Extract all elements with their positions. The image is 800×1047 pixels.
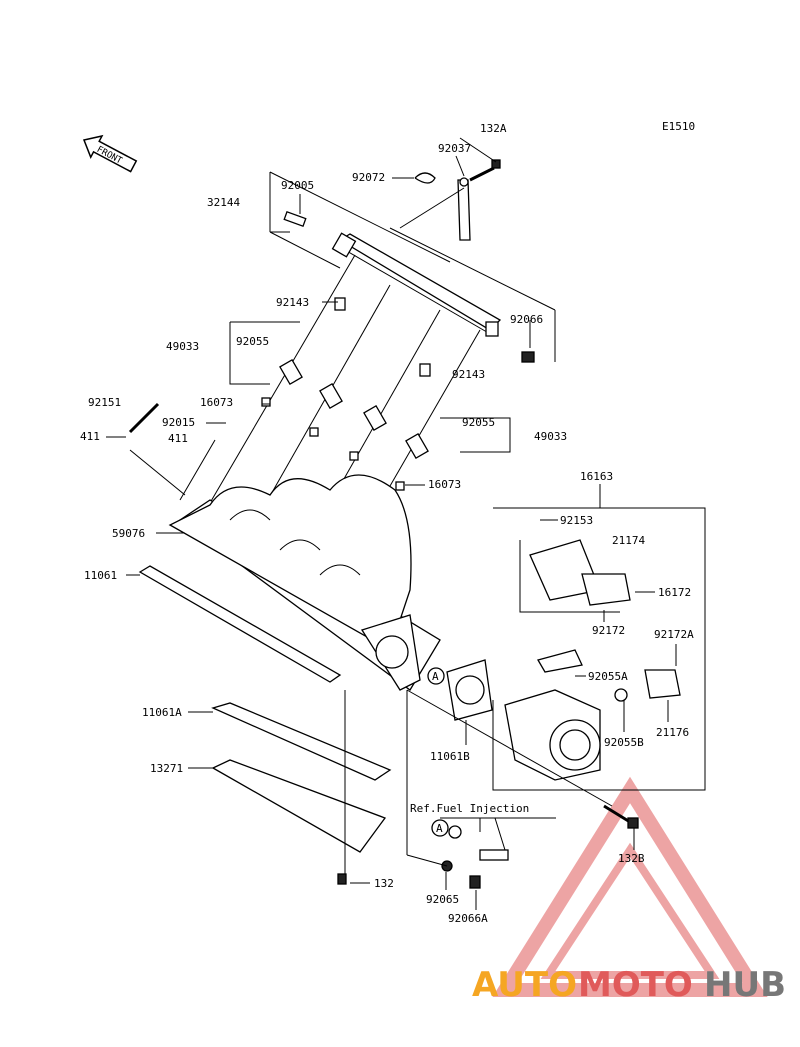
callout-a-2: A (431, 819, 449, 837)
callout-a-1: A (427, 667, 445, 685)
part-labels: 132A 92037 92072 92005 32144 92143 92066… (80, 122, 694, 925)
callout-a-2-label: A (436, 822, 443, 835)
intake-manifold (128, 402, 441, 691)
label-92153: 92153 (560, 514, 593, 527)
label-92172a: 92172A (654, 628, 694, 641)
gasket-group (211, 659, 493, 880)
label-132: 132 (374, 877, 394, 890)
label-59076: 59076 (112, 527, 145, 540)
label-132a: 132A (480, 122, 507, 135)
label-32144: 32144 (207, 196, 240, 209)
label-92072: 92072 (352, 171, 385, 184)
label-411-a: 411 (80, 430, 100, 443)
label-49033-b: 49033 (534, 430, 567, 443)
label-16073-a: 16073 (200, 396, 233, 409)
label-13271: 13271 (150, 762, 183, 775)
front-arrow-icon: FRONT (82, 134, 138, 173)
label-132b: 132B (618, 852, 645, 865)
label-92015: 92015 (162, 416, 195, 429)
injector-group (229, 297, 511, 491)
watermark-hub: HUB (704, 965, 786, 1005)
diagram-id: E1510 (662, 120, 695, 133)
label-92143-a: 92143 (276, 296, 309, 309)
label-21174: 21174 (612, 534, 645, 547)
label-92055-a: 92055 (236, 335, 269, 348)
label-411-b: 411 (168, 432, 188, 445)
label-92066a: 92066A (448, 912, 488, 925)
label-92055a: 92055A (588, 670, 628, 683)
label-92143-b: 92143 (452, 368, 485, 381)
watermark-auto: AUTO (472, 965, 577, 1005)
label-11061b: 11061B (430, 750, 470, 763)
callout-a-1-label: A (432, 670, 439, 683)
label-16172: 16172 (658, 586, 691, 599)
ref-fuel-injection-note: Ref.Fuel Injection (410, 802, 529, 815)
label-92066: 92066 (510, 313, 543, 326)
watermark-moto: MOTO (578, 965, 693, 1005)
label-11061: 11061 (84, 569, 117, 582)
leader-lines (106, 137, 677, 910)
label-92005: 92005 (281, 179, 314, 192)
ref-fuel-injection-group (337, 690, 556, 889)
label-92055b: 92055B (604, 736, 644, 749)
label-92151: 92151 (88, 396, 121, 409)
watermark-text: AUTO MOTO HUB (472, 965, 786, 1005)
label-92037: 92037 (438, 142, 471, 155)
label-92065: 92065 (426, 893, 459, 906)
label-11061a: 11061A (142, 706, 182, 719)
throttle-body-group (406, 507, 706, 829)
label-16163: 16163 (580, 470, 613, 483)
label-21176: 21176 (656, 726, 689, 739)
label-16073-b: 16073 (428, 478, 461, 491)
watermark-logo (492, 776, 768, 997)
label-92055-b: 92055 (462, 416, 495, 429)
label-92172: 92172 (592, 624, 625, 637)
label-49033-a: 49033 (166, 340, 199, 353)
